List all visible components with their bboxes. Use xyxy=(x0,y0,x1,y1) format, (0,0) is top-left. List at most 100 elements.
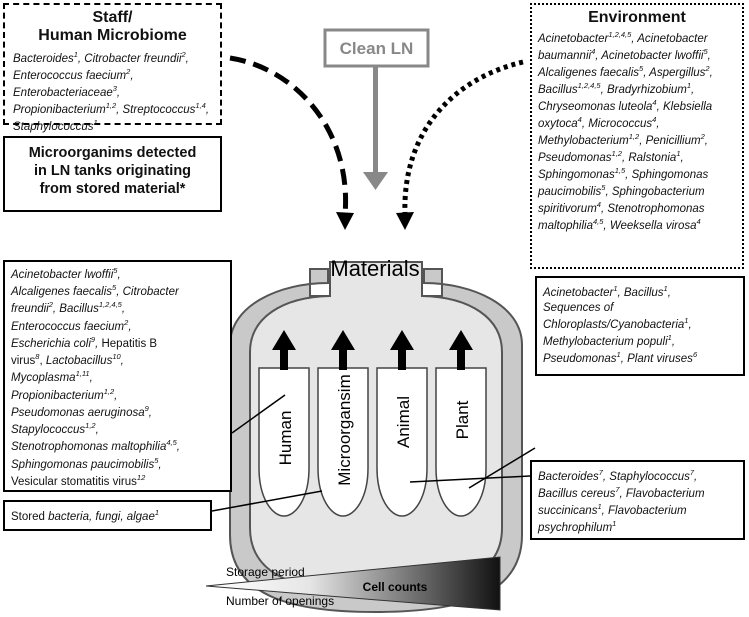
organism-entry: Sphingomonas1,5, xyxy=(538,166,632,182)
number-of-openings-label: Number of openings xyxy=(226,594,334,608)
organism-entry: Sphingobacterium spiritivorum4, xyxy=(538,186,705,216)
reference-number: 9 xyxy=(90,334,96,344)
reference-number: 4 xyxy=(652,98,657,108)
organism-entry: Acinetobacter baumannii4, xyxy=(538,33,708,63)
reference-number: 2 xyxy=(181,49,186,59)
stored-material-heading-box: Microorganims detected in LN tanks origi… xyxy=(3,136,222,212)
organism-name: Staphylococcus xyxy=(13,120,94,133)
reference-number: 1 xyxy=(154,508,160,517)
microorganism-materials-list: Bacteroides7, Staphylococcus7,Bacillus c… xyxy=(538,468,737,536)
text-segment: , xyxy=(667,286,671,299)
list-line: Vesicular stomatitis virus12 xyxy=(11,473,224,490)
tube-label-microorganism: Microorgansim xyxy=(335,374,354,485)
materials-label: Materials xyxy=(330,256,419,281)
text-segment: Stenotrophomonas maltophilia xyxy=(11,441,167,454)
text-segment: , xyxy=(688,319,692,331)
reference-number: 1 xyxy=(684,316,689,326)
clean-ln-box xyxy=(323,28,430,68)
environment-list: Acinetobacter1,2,4,5, Acinetobacter baum… xyxy=(538,30,736,234)
text-segment: Mycoplasma xyxy=(11,372,76,385)
text-segment: , xyxy=(39,355,46,367)
reference-number: 5 xyxy=(639,64,644,74)
organism-name: Aspergillus xyxy=(649,67,706,80)
reference-number: 4 xyxy=(652,115,657,125)
list-line: Acinetobacter lwoffii5, xyxy=(11,266,224,283)
text-segment: Stored xyxy=(11,510,49,523)
reference-number: 1 xyxy=(663,284,668,293)
text-segment: , xyxy=(671,336,676,348)
organism-entry: Enterococcus faecium2, xyxy=(13,66,134,82)
stored-heading-line2: in LN tanks originating xyxy=(33,163,192,180)
text-segment: , Flavobacterium xyxy=(619,487,705,500)
text-segment: , xyxy=(176,441,180,454)
organism-name: Klebsiella oxytoca xyxy=(538,101,713,131)
reference-number: 1 xyxy=(676,149,681,159)
micro-list-connector xyxy=(409,475,531,483)
reference-number: 3 xyxy=(112,83,117,93)
organism-name: Streptococcus xyxy=(122,103,196,116)
organism-entry: Bradyrhizobium1, xyxy=(606,81,695,97)
text-segment: Enterococcus faecium xyxy=(11,320,125,333)
organism-entry: Acinetobacter lwoffii5, xyxy=(601,47,711,63)
list-line: Escherichia coli9, Hepatitis B xyxy=(11,335,224,352)
reference-number: 1,2 xyxy=(103,386,115,396)
reference-number: 5 xyxy=(112,283,117,293)
staff-arrow-head-icon xyxy=(336,212,354,230)
release-arrows xyxy=(272,330,473,370)
text-segment: Acinetobacter xyxy=(543,286,614,299)
sample-tubes: Human Microorgansim Animal Plant xyxy=(258,367,487,517)
environment-title: Environment xyxy=(588,9,686,26)
organism-name: Acinetobacter xyxy=(538,33,609,46)
text-segment: Vesicular stomatitis virus xyxy=(11,475,137,488)
text-segment: Lactobacillus xyxy=(45,355,113,367)
organism-name: Ralstonia xyxy=(628,152,677,165)
organism-entry: Chryseomonas luteola4, xyxy=(538,98,663,114)
reference-number: 4 xyxy=(591,47,596,57)
text-segment: , xyxy=(121,303,126,316)
list-line: Sequences of xyxy=(543,301,737,316)
organism-entry: Aspergillus2, xyxy=(649,64,713,80)
text-segment: , xyxy=(117,268,121,281)
organism-entry: Penicillium2, xyxy=(645,132,708,148)
reference-number: 10 xyxy=(112,352,121,362)
reference-number: 1 xyxy=(667,333,672,343)
text-segment: Pseudomonas aeruginosa xyxy=(11,406,145,419)
organism-name: Bradyrhizobium xyxy=(606,84,687,97)
reference-number: 2 xyxy=(124,317,129,327)
tube-label-human: Human xyxy=(276,411,295,466)
environment-dotted-arrow xyxy=(402,59,524,216)
clean-ln-arrow-icon xyxy=(363,172,388,190)
tube-label-animal: Animal xyxy=(394,396,413,448)
reference-number: 1,2,4,5 xyxy=(98,300,122,310)
text-segment: Chloroplasts/Cyanobacteria xyxy=(543,319,685,331)
stored-bacteria-text: Stored bacteria, fungi, algae1 xyxy=(11,508,204,525)
list-line: succinicans1, Flavobacterium xyxy=(538,502,737,519)
list-line: Bacillus cereus7, Flavobacterium xyxy=(538,485,737,502)
clean-ln-arrow-shaft xyxy=(373,66,378,174)
staff-title-line2: Human Microbiome xyxy=(38,27,187,45)
organism-name: Weeksella virosa xyxy=(609,220,697,233)
reference-number: 1,2 xyxy=(611,149,622,159)
list-line: Sphingomonas paucimobilis5, xyxy=(11,456,224,473)
reference-number: 1,4 xyxy=(195,100,206,110)
list-line: Pseudomonas aeruginosa9, xyxy=(11,404,224,421)
reference-number: 12 xyxy=(136,472,146,482)
reference-number: 1 xyxy=(597,502,602,511)
reference-number: 1,2 xyxy=(628,132,640,142)
list-line: Bacteroides7, Staphylococcus7, xyxy=(538,468,737,485)
text-segment: , xyxy=(89,372,93,385)
cell-counts-label: Cell counts xyxy=(363,580,428,594)
up-arrow-icon xyxy=(449,330,473,370)
plant-list-connector xyxy=(468,447,536,489)
list-line: freundii2, Bacillus1,2,4,5, xyxy=(11,300,224,317)
list-line: Chloroplasts/Cyanobacteria1, xyxy=(543,316,737,333)
staff-title-line1: Staff/ xyxy=(92,9,133,26)
reference-number: 1 xyxy=(93,117,98,127)
text-segment: Bacillus cereus xyxy=(538,487,616,500)
list-line: virus8, Lactobacillus10, xyxy=(11,352,224,369)
organism-entry: Stenotrophomonas maltophilia4,5, xyxy=(538,203,705,233)
reference-number: 1,2 xyxy=(105,100,117,110)
text-segment: Escherichia coli xyxy=(11,337,91,350)
